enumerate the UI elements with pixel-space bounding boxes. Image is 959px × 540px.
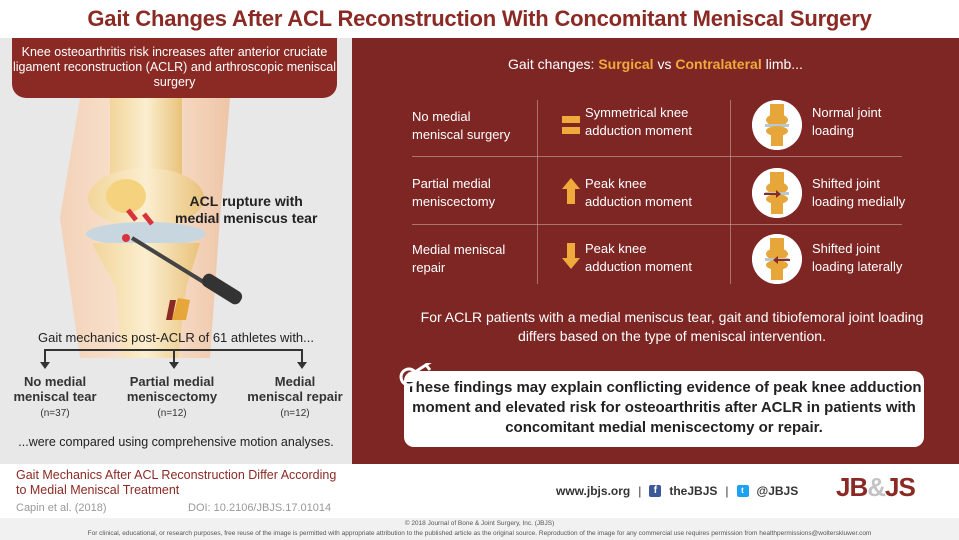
arrow-down-icon: [40, 362, 50, 369]
grid-line: [537, 100, 538, 284]
risk-box: Knee osteoarthritis risk increases after…: [12, 38, 337, 98]
arrow-down-icon: [169, 362, 179, 369]
key-icon: [399, 363, 432, 387]
separator: |: [638, 484, 642, 498]
footer: Gait Mechanics After ACL Reconstruction …: [0, 464, 959, 518]
separator: |: [725, 484, 729, 498]
group-repair: Medial meniscal repair (n=12): [247, 374, 343, 419]
facebook-icon: f: [649, 485, 662, 497]
knee-joint-icon: [752, 234, 802, 284]
acl-label-line-2: medial meniscus tear: [175, 210, 318, 226]
twitter-link[interactable]: @JBJS: [756, 484, 799, 498]
twitter-icon: t: [736, 485, 749, 497]
title-bar: Gait Changes After ACL Reconstruction Wi…: [0, 0, 959, 38]
compare-text: ...were compared using comprehensive mot…: [18, 435, 334, 449]
arrow-down-icon: [562, 243, 580, 269]
citation: Capin et al. (2018): [16, 502, 107, 514]
equals-icon: [562, 116, 580, 134]
left-panel: Knee osteoarthritis risk increases after…: [0, 38, 352, 464]
legal-text: For clinical, educational, or research p…: [87, 530, 872, 537]
knee-joint-icon: [752, 168, 802, 218]
copyright: © 2018 Journal of Bone & Joint Surgery, …: [404, 520, 555, 527]
social-links: www.jbjs.org | f theJBJS | t @JBJS: [556, 484, 798, 498]
page-title: Gait Changes After ACL Reconstruction Wi…: [87, 6, 872, 31]
jbjs-logo: JB&JS: [836, 472, 916, 502]
study-arrows: [40, 349, 307, 369]
acl-label: ACL rupture with medial meniscus tear: [175, 193, 317, 227]
acl-label-line-1: ACL rupture with: [189, 193, 303, 209]
legal-footer: © 2018 Journal of Bone & Joint Surgery, …: [0, 518, 959, 540]
right-panel: Gait changes: Surgical vs Contralateral …: [352, 38, 959, 464]
article-title: Gait Mechanics After ACL Reconstruction …: [16, 468, 337, 497]
summary-text: For ACLR patients with a medial meniscus…: [420, 309, 924, 344]
grid-line: [412, 224, 902, 225]
website-link[interactable]: www.jbjs.org: [556, 484, 631, 498]
grid-line: [730, 100, 731, 284]
knee-illustration: [60, 98, 243, 358]
group-meniscectomy: Partial medial meniscectomy (n=12): [126, 374, 218, 419]
gait-title: Gait changes: Surgical vs Contralateral …: [508, 56, 803, 72]
study-title: Gait mechanics post-ACLR of 61 athletes …: [37, 330, 314, 345]
grid-line: [412, 156, 902, 157]
knee-joint-icon: [752, 100, 802, 150]
doi: DOI: 10.2106/JBJS.17.01014: [188, 502, 332, 514]
group-no-tear: No medial meniscal tear (n=37): [13, 374, 97, 419]
arrow-down-icon: [297, 362, 307, 369]
finding-box: These findings may explain conflicting e…: [404, 371, 924, 447]
arrow-up-icon: [562, 178, 580, 204]
facebook-link[interactable]: theJBJS: [669, 484, 718, 498]
